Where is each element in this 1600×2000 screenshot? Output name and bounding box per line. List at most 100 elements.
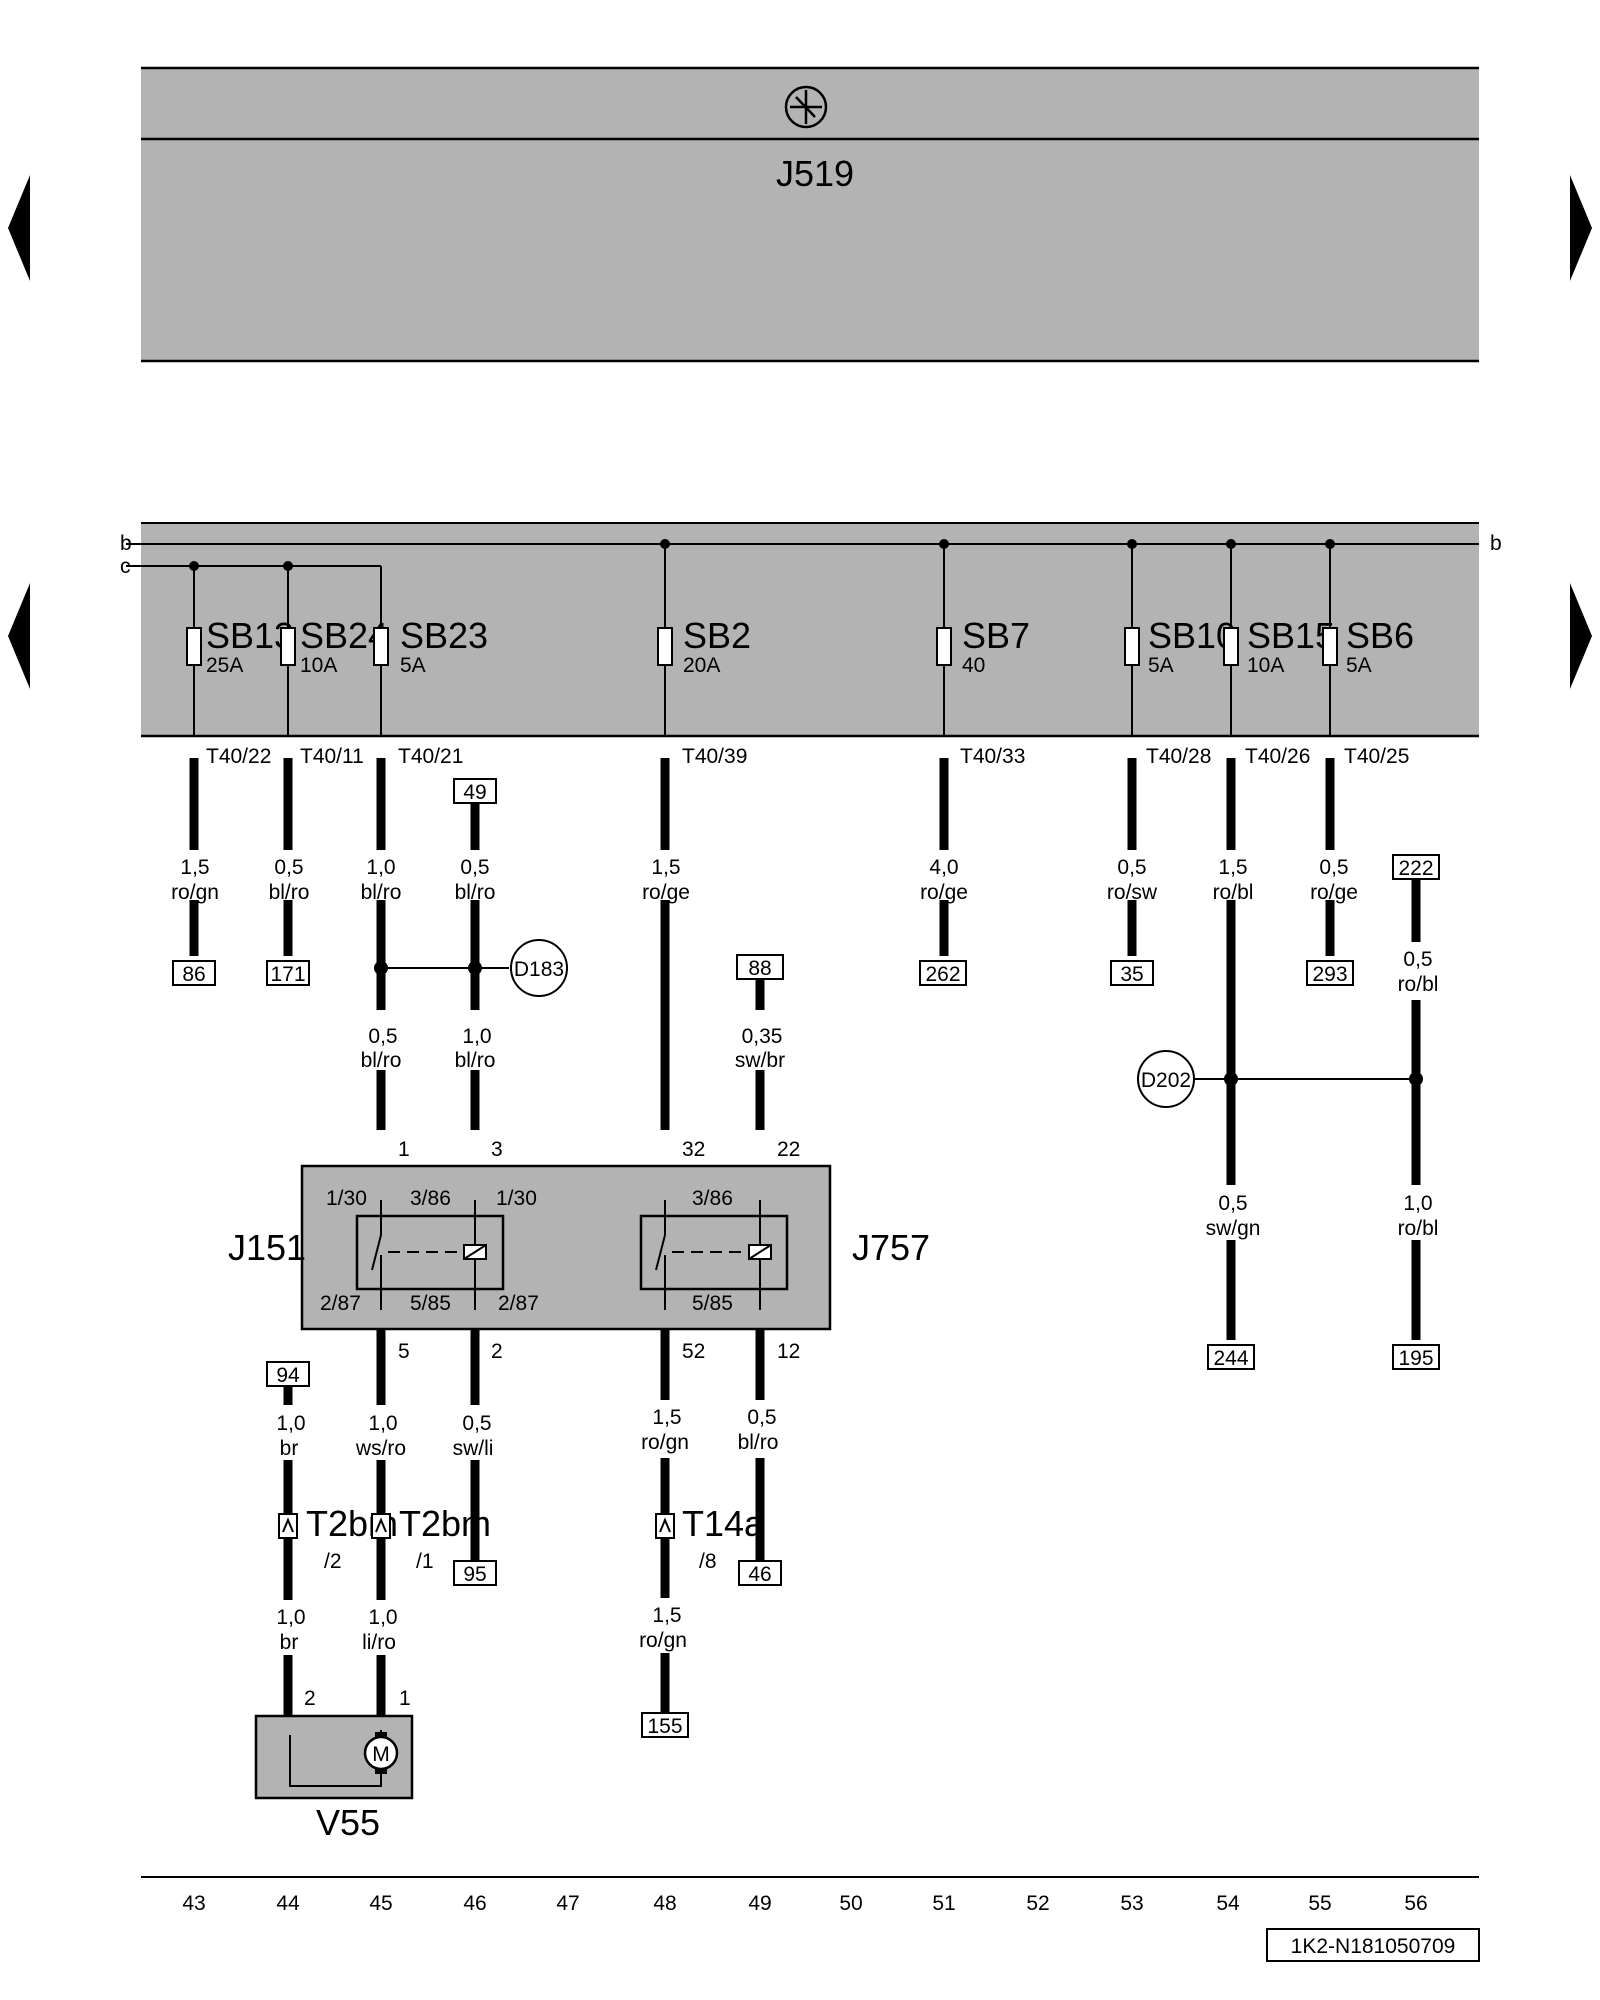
svg-text:51: 51 bbox=[932, 1892, 955, 1915]
relay-pin-label: 1 bbox=[398, 1138, 410, 1161]
svg-text:bl/ro: bl/ro bbox=[455, 881, 496, 904]
svg-text:sw/li: sw/li bbox=[453, 1437, 494, 1460]
svg-text:ro/ge: ro/ge bbox=[1310, 881, 1358, 904]
svg-text:T2bm: T2bm bbox=[399, 1503, 491, 1544]
ref-box[interactable]: 88 bbox=[736, 954, 784, 980]
svg-text:222: 222 bbox=[1398, 857, 1433, 880]
svg-text:ws/ro: ws/ro bbox=[355, 1437, 406, 1460]
svg-text:95: 95 bbox=[463, 1563, 486, 1586]
wire-label: 0,5sw/li bbox=[453, 1412, 494, 1460]
relay-j151-label: J151 bbox=[228, 1227, 306, 1268]
ref-box[interactable]: 46 bbox=[738, 1560, 782, 1586]
svg-text:1,0: 1,0 bbox=[366, 856, 395, 879]
svg-text:52: 52 bbox=[1026, 1892, 1049, 1915]
ref-box[interactable]: 35 bbox=[1110, 960, 1154, 986]
connector-t14a-8: T14a /8 bbox=[655, 1503, 765, 1573]
wire-label: 0,5ro/sw bbox=[1107, 856, 1158, 904]
svg-text:2: 2 bbox=[304, 1687, 316, 1710]
svg-text:0,5: 0,5 bbox=[460, 856, 489, 879]
svg-text:47: 47 bbox=[556, 1892, 579, 1915]
bus-b-label: b bbox=[120, 532, 132, 555]
ref-box[interactable]: 293 bbox=[1306, 960, 1354, 986]
wire-label: 0,5bl/ro bbox=[455, 856, 496, 904]
wire-label: 1,5ro/gn bbox=[171, 856, 219, 904]
relay-pin-label: 3/86 bbox=[410, 1187, 451, 1210]
relay-pin-label: 2 bbox=[491, 1340, 503, 1363]
wire-label: 1,5ro/gn bbox=[639, 1604, 687, 1652]
prev-section-arrow-icon[interactable] bbox=[8, 583, 30, 689]
connector-pin-label: T40/39 bbox=[682, 745, 747, 768]
motor-icon bbox=[363, 1735, 399, 1771]
svg-text:49: 49 bbox=[463, 781, 486, 804]
ref-box[interactable]: 195 bbox=[1392, 1344, 1440, 1370]
wire-label: 0,5bl/ro bbox=[269, 856, 310, 904]
connector-pin-label: T40/28 bbox=[1146, 745, 1211, 768]
document-code: 1K2-N181050709 bbox=[1266, 1928, 1480, 1962]
svg-text:244: 244 bbox=[1213, 1347, 1248, 1370]
svg-text:ro/bl: ro/bl bbox=[1213, 881, 1254, 904]
ref-box[interactable]: 49 bbox=[453, 778, 497, 804]
connector-pin-label: T40/25 bbox=[1344, 745, 1409, 768]
svg-text:ro/bl: ro/bl bbox=[1398, 1217, 1439, 1240]
connector-pin-label: T40/11 bbox=[300, 745, 364, 768]
svg-text:35: 35 bbox=[1120, 963, 1143, 986]
ref-box[interactable]: 86 bbox=[172, 960, 216, 986]
svg-text:ro/sw: ro/sw bbox=[1107, 881, 1158, 904]
svg-text:1,5: 1,5 bbox=[652, 1604, 681, 1627]
svg-text:54: 54 bbox=[1216, 1892, 1240, 1915]
ref-box[interactable]: 244 bbox=[1207, 1344, 1255, 1370]
relay-pin-label: 2/87 bbox=[498, 1292, 539, 1315]
wire-label: 1,0br bbox=[276, 1412, 305, 1460]
next-section-arrow-icon[interactable] bbox=[1570, 583, 1592, 689]
svg-text:5A: 5A bbox=[1346, 654, 1372, 677]
splice-d183: D183 bbox=[374, 939, 568, 997]
svg-text:ro/gn: ro/gn bbox=[641, 1431, 689, 1454]
control-unit-symbol-icon bbox=[784, 85, 828, 129]
connector-pin-label: T40/26 bbox=[1245, 745, 1310, 768]
ref-box[interactable]: 222 bbox=[1392, 854, 1440, 880]
bus-b-right-label: b bbox=[1490, 532, 1502, 555]
svg-text:48: 48 bbox=[653, 1892, 676, 1915]
prev-page-arrow-icon[interactable] bbox=[8, 175, 30, 281]
svg-text:/8: /8 bbox=[699, 1550, 717, 1573]
fuse-column-sb10: SB10 5A bbox=[1124, 539, 1236, 736]
ref-box[interactable]: 171 bbox=[266, 960, 310, 986]
wire-label: 1,0ro/bl bbox=[1398, 1192, 1439, 1240]
relay-pin-label: 1/30 bbox=[326, 1187, 367, 1210]
relay-pin-label: 2/87 bbox=[320, 1292, 361, 1315]
ref-box[interactable]: 262 bbox=[919, 960, 967, 986]
svg-text:SB7: SB7 bbox=[962, 615, 1030, 656]
relay-pin-label: 3/86 bbox=[692, 1187, 733, 1210]
svg-text:0,5: 0,5 bbox=[368, 1025, 397, 1048]
svg-text:1,0: 1,0 bbox=[462, 1025, 491, 1048]
svg-text:56: 56 bbox=[1404, 1892, 1427, 1915]
column-numbers: 43 44 45 46 47 48 49 50 51 52 53 54 55 5… bbox=[182, 1892, 1427, 1915]
svg-text:171: 171 bbox=[270, 963, 305, 986]
ref-box[interactable]: 95 bbox=[453, 1560, 497, 1586]
fuse-column-sb13: SB13 25A bbox=[186, 561, 294, 736]
next-page-arrow-icon[interactable] bbox=[1570, 175, 1592, 281]
svg-text:155: 155 bbox=[647, 1715, 682, 1738]
svg-text:li/ro: li/ro bbox=[362, 1631, 396, 1654]
svg-text:ro/gn: ro/gn bbox=[171, 881, 219, 904]
j519-label: J519 bbox=[776, 153, 854, 194]
relay-pin-label: 5/85 bbox=[410, 1292, 451, 1315]
relay-pin-label: 5/85 bbox=[692, 1292, 733, 1315]
svg-text:88: 88 bbox=[748, 957, 771, 980]
wire-label: 1,5ro/ge bbox=[642, 856, 690, 904]
bus-c-label: c bbox=[120, 555, 131, 578]
ref-box[interactable]: 94 bbox=[266, 1361, 310, 1387]
fuse-column-sb2: SB2 20A bbox=[657, 539, 751, 736]
svg-text:1,0: 1,0 bbox=[276, 1412, 305, 1435]
wire-label: 1,0bl/ro bbox=[455, 1025, 496, 1072]
svg-text:10A: 10A bbox=[300, 654, 337, 677]
svg-text:43: 43 bbox=[182, 1892, 205, 1915]
connector-t2bm-1: T2bm /1 bbox=[371, 1503, 491, 1573]
svg-text:M: M bbox=[372, 1743, 390, 1766]
svg-text:20A: 20A bbox=[683, 654, 720, 677]
svg-text:sw/gn: sw/gn bbox=[1206, 1217, 1261, 1240]
relay-pin-label: 5 bbox=[398, 1340, 410, 1363]
wire-label: 4,0ro/ge bbox=[920, 856, 968, 904]
ref-box[interactable]: 155 bbox=[641, 1712, 689, 1738]
